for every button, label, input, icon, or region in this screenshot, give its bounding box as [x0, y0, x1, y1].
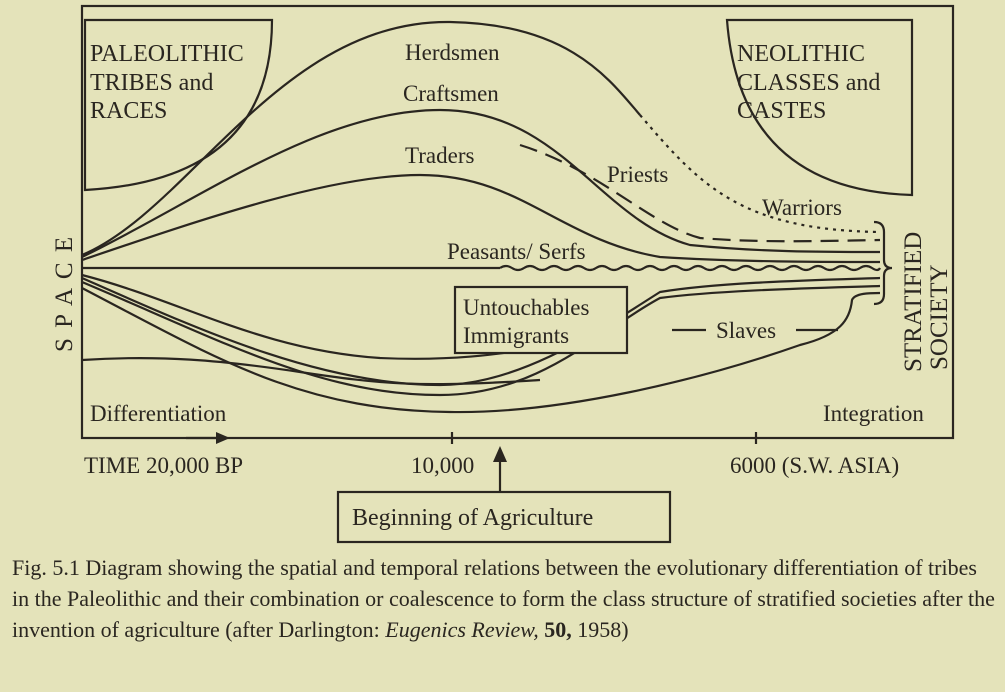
lower-curve-b	[81, 280, 881, 397]
agriculture-box	[336, 490, 672, 544]
figure-caption: Fig. 5.1 Diagram showing the spatial and…	[12, 552, 997, 645]
craftsmen-curve	[81, 108, 881, 258]
untouchables-label: Untouchables	[463, 295, 590, 320]
caption-year: 1958)	[577, 617, 629, 642]
tick-6000-label: 6000 (S.W. ASIA)	[730, 453, 899, 478]
diagram-frame	[80, 4, 955, 440]
agriculture-label: Beginning of Agriculture	[352, 505, 593, 531]
priests-label: Priests	[607, 162, 668, 187]
differentiation-label: Differentiation	[90, 401, 227, 426]
neolithic-line-2: CLASSES and	[737, 70, 880, 96]
warriors-dotted-line	[639, 114, 881, 234]
herdsmen-curve	[81, 20, 641, 257]
neolithic-corner-shape	[725, 18, 914, 197]
integration-label: Integration	[823, 401, 924, 426]
evolution-diagram: S P A C E PALEOLITHIC TRIBES and RACES N…	[51, 4, 955, 544]
caption-journal: Eugenics Review,	[385, 617, 539, 642]
immigrants-label: Immigrants	[463, 323, 569, 348]
paleolithic-line-1: PALEOLITHIC	[90, 41, 244, 67]
untouchables-immigrants-box	[453, 285, 629, 355]
caption-volume: 50,	[544, 617, 572, 642]
agriculture-arrow-icon	[493, 446, 507, 462]
tick-10000-label: 10,000	[411, 453, 474, 478]
neolithic-line-3: CASTES	[737, 98, 826, 124]
caption-text: Fig. 5.1 Diagram showing the spatial and…	[12, 555, 995, 642]
stratified-bracket	[873, 220, 893, 306]
paleolithic-line-2: TRIBES and	[90, 70, 213, 96]
time-arrow-icon	[216, 432, 230, 444]
society-label: SOCIETY	[926, 264, 953, 370]
paleolithic-corner-shape	[83, 18, 274, 192]
traders-curve	[81, 173, 881, 264]
space-axis-label: S P A C E	[51, 235, 78, 352]
paleolithic-line-3: RACES	[90, 98, 167, 124]
lower-curve-a	[81, 276, 881, 387]
neolithic-line-1: NEOLITHIC	[737, 41, 865, 67]
immigrants-curve	[81, 356, 541, 386]
peasants-label: Peasants/ Serfs	[447, 239, 586, 264]
stratified-label: STRATIFIED	[900, 232, 927, 372]
slaves-curve	[81, 287, 881, 414]
peasants-wavy-line	[499, 264, 881, 272]
traders-label: Traders	[405, 143, 474, 168]
warriors-label: Warriors	[762, 195, 842, 220]
herdsmen-label: Herdsmen	[405, 40, 500, 65]
craftsmen-label: Craftsmen	[403, 81, 499, 106]
time-axis-label: TIME 20,000 BP	[84, 453, 243, 478]
priests-dashed-line	[519, 143, 881, 243]
slaves-label: Slaves	[716, 318, 776, 343]
